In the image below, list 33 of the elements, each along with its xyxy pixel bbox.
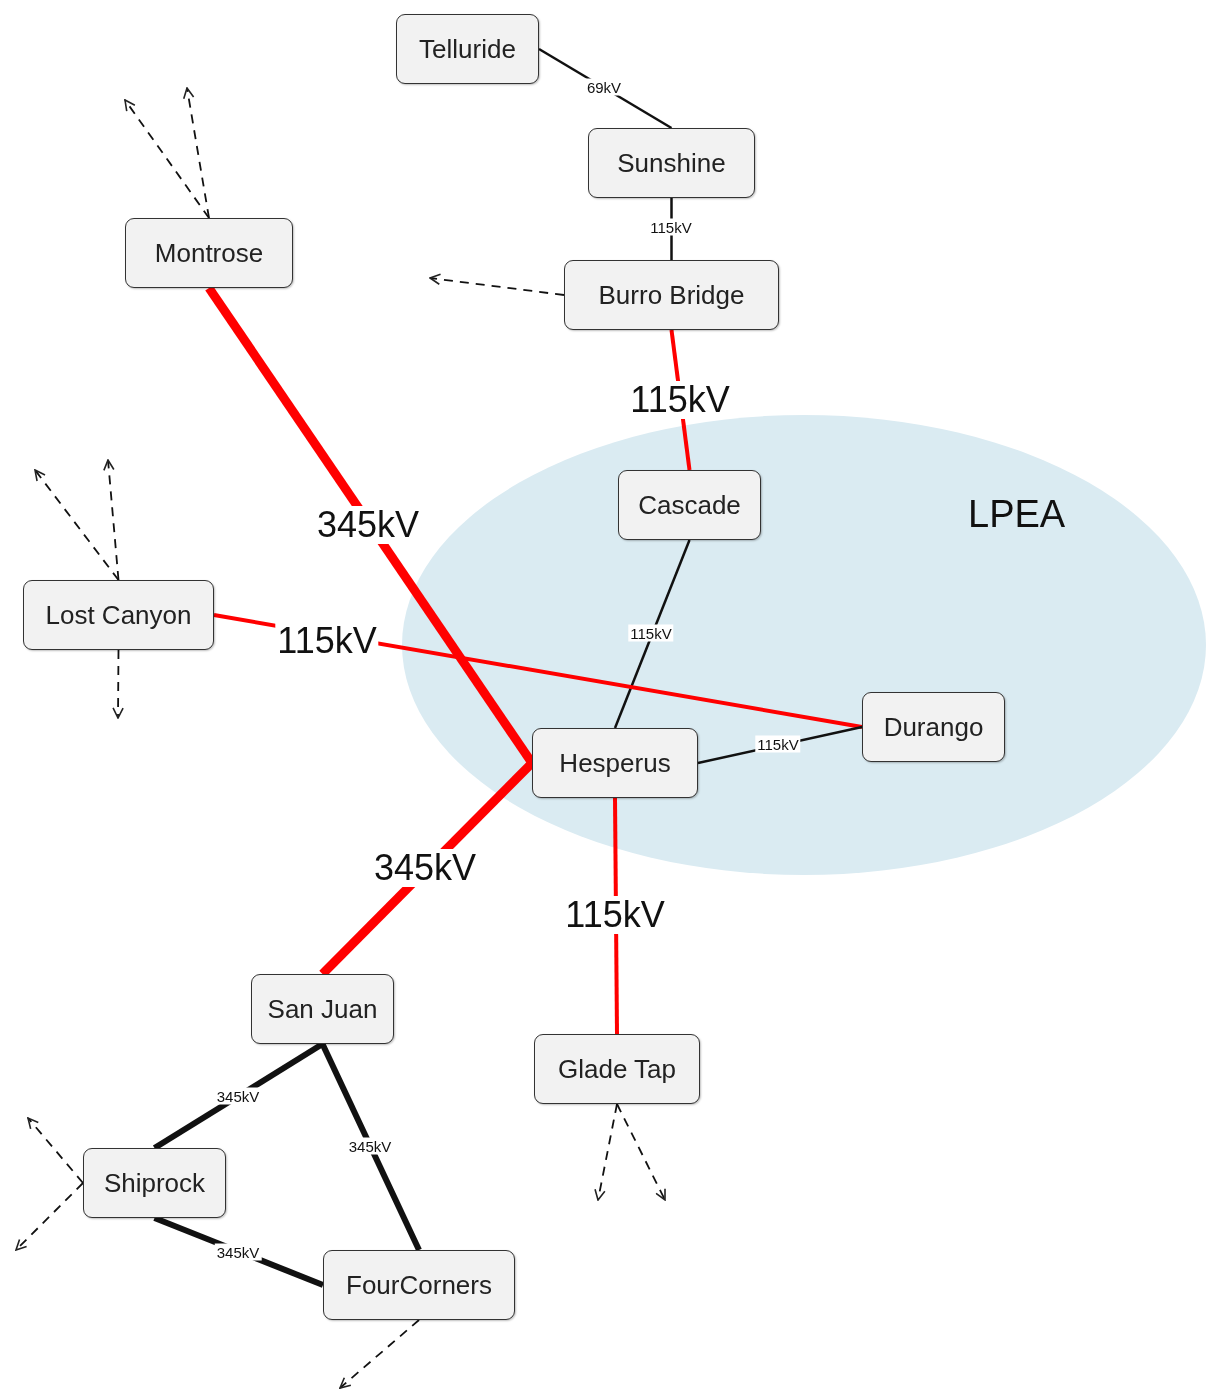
voltage-label: 115kV bbox=[628, 624, 674, 642]
substation-box: Cascade bbox=[618, 470, 761, 540]
substation-box: Montrose bbox=[125, 218, 293, 288]
substation-box: Shiprock bbox=[83, 1148, 226, 1218]
dashed-arrow bbox=[594, 1103, 618, 1201]
dashed-arrow bbox=[124, 99, 210, 219]
substation-box: Burro Bridge bbox=[564, 260, 779, 330]
dashed-arrow bbox=[103, 459, 120, 581]
substation-box: Lost Canyon bbox=[23, 580, 214, 650]
substation-box: FourCorners bbox=[323, 1250, 515, 1320]
voltage-label: 345kV bbox=[214, 1243, 262, 1261]
voltage-label: 345kV bbox=[214, 1087, 262, 1105]
dashed-arrow bbox=[182, 87, 210, 219]
dashed-arrow bbox=[616, 1103, 666, 1201]
power-line bbox=[319, 1042, 422, 1252]
dashed-arrow bbox=[339, 1319, 420, 1389]
substation-box: Sunshine bbox=[588, 128, 755, 198]
dashed-arrow bbox=[112, 649, 124, 719]
voltage-label: 115kV bbox=[755, 735, 801, 753]
region-label: LPEA bbox=[968, 493, 1066, 536]
substation-box: San Juan bbox=[251, 974, 394, 1044]
substation-box: Glade Tap bbox=[534, 1034, 700, 1104]
substation-box: Hesperus bbox=[532, 728, 698, 798]
dashed-arrow bbox=[27, 1117, 84, 1184]
substation-box: Durango bbox=[862, 692, 1005, 762]
voltage-label: 345kV bbox=[346, 1137, 394, 1155]
voltage-label: 115kV bbox=[648, 218, 694, 236]
substation-box: Telluride bbox=[396, 14, 539, 84]
voltage-label: 69kV bbox=[584, 78, 624, 96]
power-line bbox=[613, 539, 691, 729]
dashed-arrow bbox=[15, 1182, 84, 1251]
dashed-arrow bbox=[429, 273, 565, 296]
dashed-arrow bbox=[34, 469, 120, 581]
